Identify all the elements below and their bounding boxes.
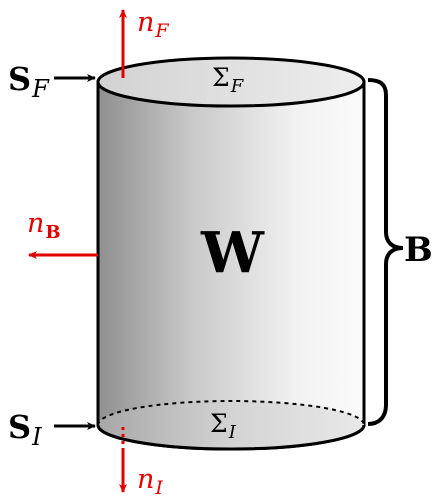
svg-text:nF: nF	[137, 7, 169, 42]
bottom-cap	[96, 400, 366, 451]
n-i-label: nI	[137, 464, 163, 499]
svg-text:ΣF: ΣF	[212, 63, 245, 97]
svg-text:SI: SI	[8, 408, 42, 451]
svg-text:ΣI: ΣI	[210, 409, 237, 443]
bottom-cap-back-edge	[97, 400, 365, 426]
volume-label: W	[200, 220, 265, 286]
n-b-label: nB	[27, 208, 61, 243]
s-i-label: SI	[8, 408, 42, 451]
s-f-label: SF	[8, 60, 50, 103]
n-f-label: nF	[137, 7, 169, 42]
top-cap	[96, 56, 366, 108]
boundary-brace	[367, 78, 404, 426]
svg-text:nI: nI	[137, 464, 163, 499]
sigma-f-label: ΣF	[212, 63, 245, 97]
boundary-label: B	[404, 230, 433, 270]
bottom-cap-front-edge	[96, 424, 366, 451]
svg-text:SF: SF	[8, 60, 50, 103]
sigma-i-label: ΣI	[210, 409, 237, 443]
svg-text:nB: nB	[27, 208, 61, 243]
